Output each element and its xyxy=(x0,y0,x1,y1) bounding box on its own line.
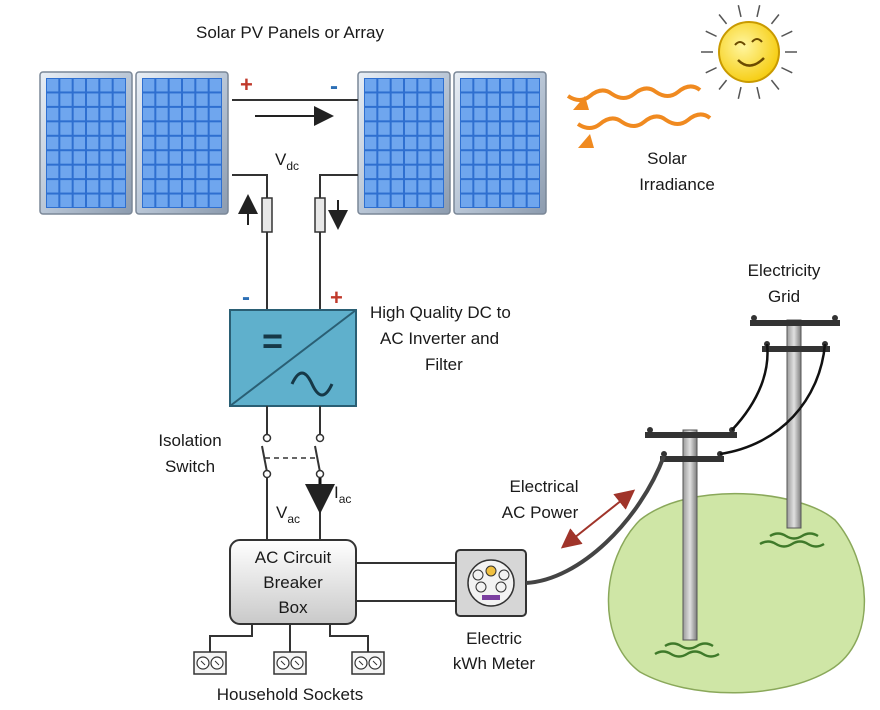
sun-ray xyxy=(781,30,793,38)
household-socket-icon xyxy=(351,651,385,675)
sun-ray xyxy=(756,5,761,18)
pole-back-crossarm-bottom xyxy=(762,346,830,352)
fuse-left xyxy=(261,197,273,233)
ac-power-label-2: AC Power xyxy=(502,503,579,522)
irradiance-label-2: Irradiance xyxy=(639,175,715,194)
panel-plus-sign: + xyxy=(240,72,253,97)
solar-panel-left-inner xyxy=(135,71,229,215)
inverter-box: = xyxy=(229,309,357,407)
isolation-label-1: Isolation xyxy=(158,431,221,450)
household-socket-icon xyxy=(273,651,307,675)
utility-pole-front xyxy=(682,429,698,641)
meter-label-2: kWh Meter xyxy=(453,654,536,673)
diagram-title: Solar PV Panels or Array xyxy=(196,23,385,42)
vac-label: Vac xyxy=(276,503,300,526)
sun-ray xyxy=(705,30,717,38)
inverter-label-2: AC Inverter and xyxy=(380,329,499,348)
sun-ray xyxy=(718,14,728,25)
socket-wire-left xyxy=(209,624,253,652)
irradiance-arrowhead-bottom xyxy=(578,134,594,148)
breaker-label-3: Box xyxy=(278,598,308,617)
sun-ray xyxy=(705,66,717,74)
vdc-label: Vdc xyxy=(275,150,299,173)
sockets-label: Household Sockets xyxy=(217,685,363,704)
sun-ray xyxy=(737,5,742,18)
pole-front-crossarm-bottom xyxy=(660,456,724,462)
dc-symbol: = xyxy=(262,320,283,361)
grid-label-1: Electricity xyxy=(748,261,821,280)
breaker-box xyxy=(229,539,357,625)
sun-ray xyxy=(756,86,761,99)
grid-label-2: Grid xyxy=(768,287,800,306)
ac-power-flow-arrow xyxy=(560,489,636,549)
pole-back-crossarm-top xyxy=(750,320,840,326)
pole-front-crossarm-top xyxy=(645,432,737,438)
ac-sine-icon xyxy=(290,371,334,397)
sun-icon xyxy=(701,5,797,99)
solar-panel-right-outer xyxy=(453,71,547,215)
irradiance-arrowhead-top xyxy=(573,96,589,110)
socket-wire-right xyxy=(329,624,369,652)
inverter-plus-sign: + xyxy=(330,285,343,310)
fuse-right xyxy=(314,197,326,233)
isolation-switch-blade-right xyxy=(314,445,321,473)
kwh-meter-icon xyxy=(455,549,527,617)
irradiance-wave-bottom xyxy=(576,112,712,130)
inverter-label-3: Filter xyxy=(425,355,463,374)
ac-power-label-1: Electrical xyxy=(510,477,579,496)
isolation-switch-blade-left xyxy=(261,445,268,473)
sun-ray xyxy=(737,86,742,99)
inverter-minus-sign: - xyxy=(242,284,250,311)
solar-panel-right-inner xyxy=(357,71,451,215)
breaker-label-2: Breaker xyxy=(263,573,323,592)
household-socket-icon xyxy=(193,651,227,675)
ground-land xyxy=(607,492,866,694)
sun-ray xyxy=(781,66,793,74)
meter-label-1: Electric xyxy=(466,629,522,648)
grid-wire-upper xyxy=(731,343,769,431)
irradiance-wave-top xyxy=(566,84,702,102)
iac-label: Iac xyxy=(334,483,351,506)
sun-ray xyxy=(718,79,728,90)
solar-panel-left-outer xyxy=(39,71,133,215)
breaker-label-1: AC Circuit xyxy=(255,548,332,567)
sun-ray xyxy=(770,14,780,25)
panel-minus-sign: - xyxy=(330,73,338,100)
dc-wire-positive xyxy=(319,174,358,310)
isolation-label-2: Switch xyxy=(165,457,215,476)
dc-wire-negative xyxy=(232,174,268,310)
sun-ray xyxy=(770,79,780,90)
inverter-label-1: High Quality DC to xyxy=(370,303,511,322)
grid-wire-lower xyxy=(719,343,827,456)
irradiance-label-1: Solar xyxy=(647,149,687,168)
